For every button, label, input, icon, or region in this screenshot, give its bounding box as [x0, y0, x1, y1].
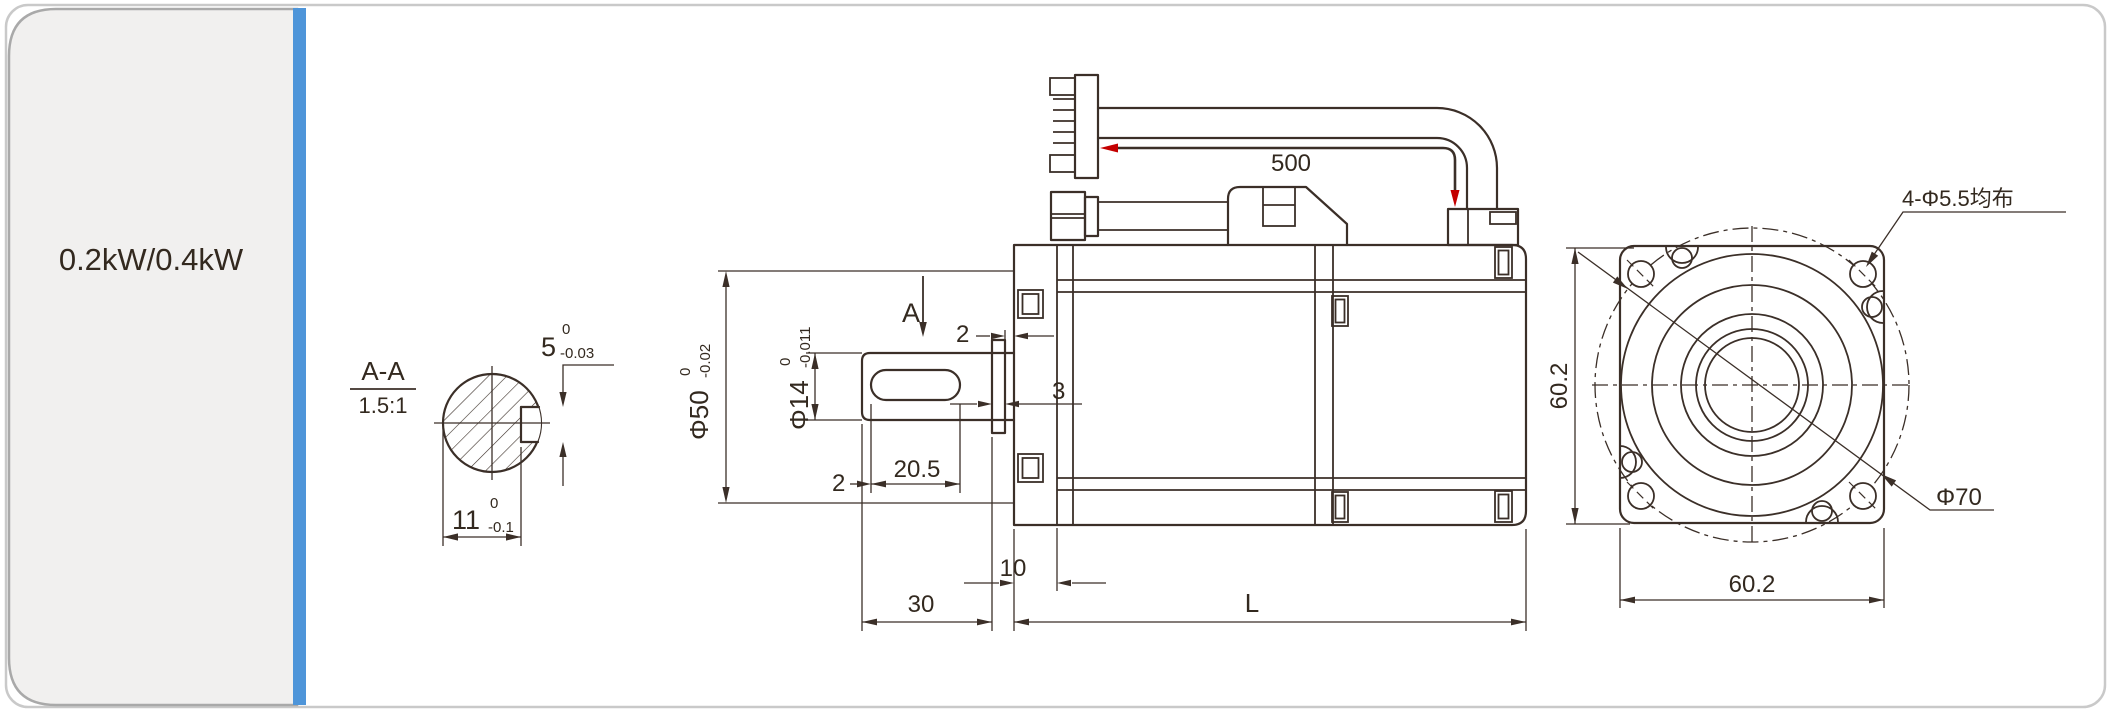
- svg-text:60.2: 60.2: [1546, 363, 1573, 410]
- dim-cable-length: 500: [1100, 143, 1460, 207]
- housing-clips: [1017, 246, 1513, 523]
- dim-keyway-length: 20.5: [870, 404, 961, 493]
- svg-text:-0.1: -0.1: [488, 519, 514, 536]
- svg-text:11: 11: [452, 505, 480, 535]
- note-mounting-holes: 4-Φ5.5均布: [1866, 186, 2066, 267]
- svg-text:0: 0: [777, 358, 794, 366]
- svg-text:-0.011: -0.011: [797, 327, 814, 368]
- dim-pilot-diameter: Φ50 0 -0.02: [677, 270, 1014, 504]
- cable-inner: [1096, 136, 1469, 211]
- dim-flange-width: 60.2: [1619, 528, 1885, 608]
- svg-text:Φ14: Φ14: [784, 380, 814, 430]
- svg-text:60.2: 60.2: [1729, 571, 1776, 598]
- svg-text:0: 0: [490, 495, 498, 512]
- mounting-holes: [1626, 259, 1878, 511]
- svg-text:A: A: [902, 298, 920, 328]
- bearing-boss-circle: [1680, 313, 1824, 457]
- dim-bolt-circle: Φ70: [1577, 251, 1994, 511]
- tie-rod-bosses: [1619, 246, 1884, 523]
- bolt-circle: [1594, 227, 1910, 543]
- shaft-slinger-disc: [990, 338, 1007, 435]
- svg-text:2: 2: [956, 321, 969, 348]
- dim-flange-thickness: 10: [964, 528, 1106, 591]
- cable-outer: [1096, 106, 1499, 211]
- svg-text:5: 5: [541, 332, 556, 362]
- dim-body-length: L: [1013, 529, 1527, 631]
- dim-slinger-thickness: 3: [950, 378, 1082, 408]
- power-rating-label: 0.2kW/0.4kW: [59, 242, 244, 277]
- encoder-connector: [1049, 190, 1228, 242]
- shaft-keyway: [869, 368, 962, 402]
- shaft-circle: [1704, 337, 1800, 433]
- power-connector: [1049, 73, 1100, 180]
- dim-flange-height: 60.2: [1546, 247, 1634, 525]
- body-circle: [1620, 253, 1884, 517]
- dim-keyway-offset: 2: [832, 470, 871, 497]
- dim-shaft-diameter: Φ14 0 -0.011: [777, 327, 862, 430]
- svg-text:10: 10: [1000, 555, 1027, 582]
- svg-text:0: 0: [677, 368, 694, 376]
- svg-text:20.5: 20.5: [894, 456, 941, 483]
- svg-text:Φ70: Φ70: [1936, 484, 1982, 511]
- dim-shaft-extension: 30: [861, 424, 993, 631]
- keyway-flat-cut: [521, 407, 541, 442]
- shaft-boss-circle: [1695, 328, 1809, 442]
- section-cut-arrow: A: [902, 276, 927, 337]
- front-view: 60.2 60.2 Φ70 4-Φ5.5均布: [1546, 186, 2066, 608]
- svg-text:-0.03: -0.03: [560, 345, 594, 362]
- accent-divider: [293, 8, 306, 705]
- svg-text:0: 0: [562, 321, 570, 338]
- svg-text:-0.02: -0.02: [697, 344, 714, 378]
- svg-text:3: 3: [1052, 378, 1065, 405]
- section-scale: 1.5:1: [359, 393, 408, 418]
- power-rating-panel: 0.2kW/0.4kW: [7, 7, 306, 707]
- section-title: A-A: [361, 356, 405, 386]
- figure-border: [4, 3, 2107, 709]
- dim-flat-height: 5 0 -0.03: [541, 321, 614, 486]
- cable-entry-box: [1446, 207, 1520, 247]
- svg-text:4-Φ5.5均布: 4-Φ5.5均布: [1902, 186, 2014, 211]
- pilot-circle: [1651, 284, 1853, 486]
- dim-slinger-gap: 2: [956, 321, 1054, 348]
- dim-across-flat: 11 0 -0.1: [442, 428, 522, 546]
- svg-text:2: 2: [832, 470, 845, 497]
- section-view-aa: A-A 1.5:1 5 0 -0.03 11 0 -0.1: [350, 321, 614, 546]
- motor-shaft: [860, 351, 1016, 422]
- svg-text:Φ50: Φ50: [684, 390, 714, 440]
- side-view: 500 A Φ50 0 -0.02: [677, 73, 1528, 631]
- svg-text:L: L: [1245, 588, 1259, 618]
- svg-text:30: 30: [908, 591, 935, 618]
- svg-text:500: 500: [1271, 150, 1311, 177]
